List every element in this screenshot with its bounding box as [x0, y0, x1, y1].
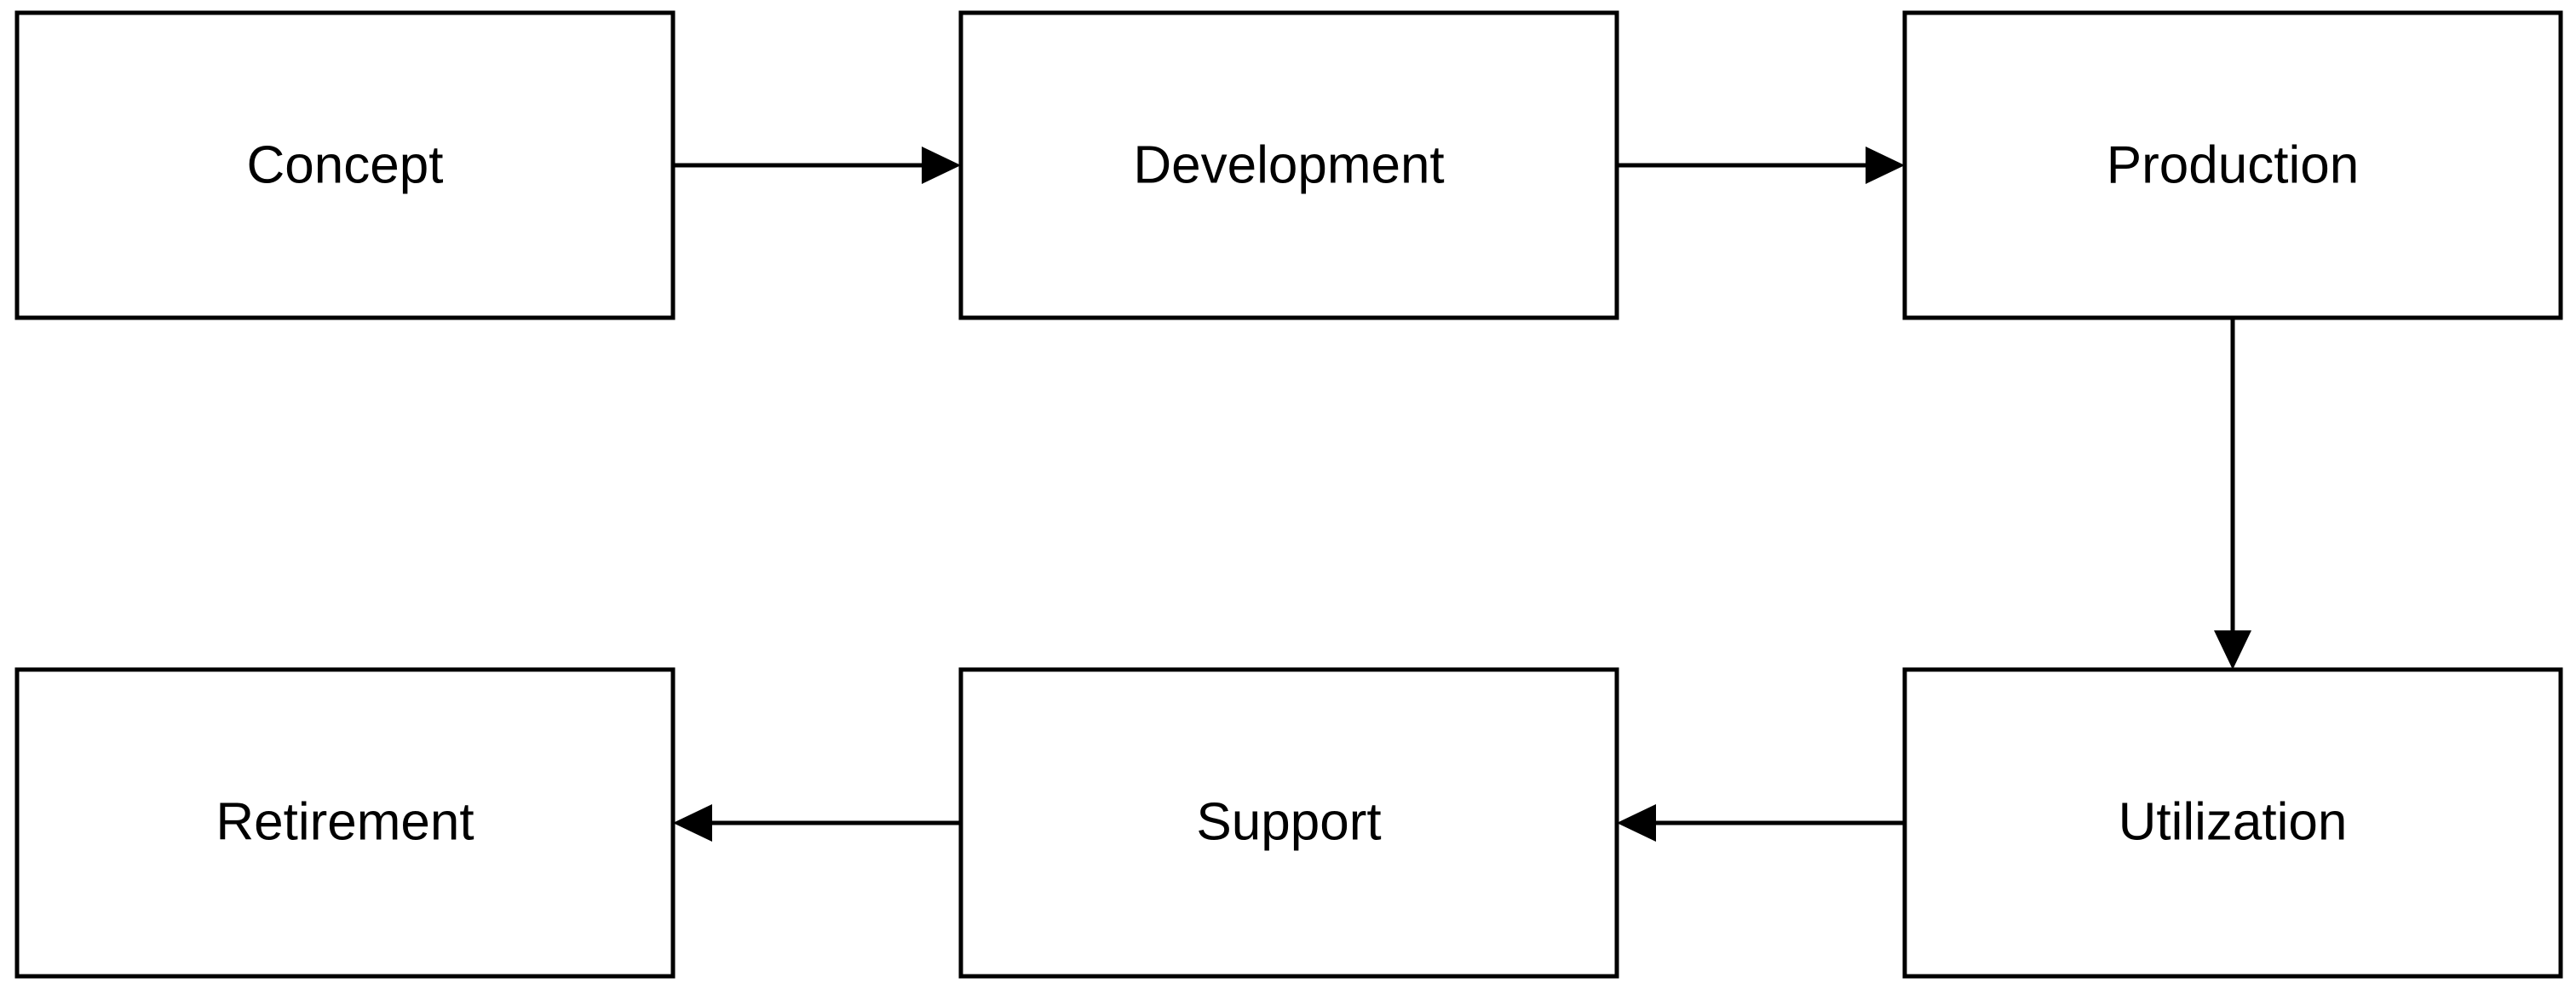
- stage-label-retirement: Retirement: [216, 793, 474, 852]
- stage-box-support: Support: [958, 667, 1619, 979]
- arrow-head-left-icon: [1617, 804, 1656, 842]
- arrow-head-left-icon: [673, 804, 712, 842]
- arrow-head-down-icon: [2214, 630, 2251, 670]
- arrow-concept-to-development: [673, 147, 961, 184]
- stage-box-utilization: Utilization: [1902, 667, 2563, 979]
- arrow-utilization-to-support: [1617, 804, 1905, 842]
- stage-label-concept: Concept: [247, 136, 444, 195]
- stage-box-concept: Concept: [14, 10, 676, 320]
- arrow-development-to-production: [1617, 147, 1905, 184]
- stage-label-support: Support: [1196, 793, 1381, 852]
- arrow-support-to-retirement: [673, 804, 961, 842]
- stage-label-utilization: Utilization: [2119, 793, 2348, 852]
- stage-box-retirement: Retirement: [14, 667, 676, 979]
- stage-box-production: Production: [1902, 10, 2563, 320]
- arrow-head-right-icon: [922, 147, 961, 184]
- arrow-production-to-utilization: [2214, 318, 2251, 670]
- arrow-head-right-icon: [1866, 147, 1905, 184]
- stage-box-development: Development: [958, 10, 1619, 320]
- stage-label-production: Production: [2107, 136, 2359, 195]
- stage-label-development: Development: [1133, 136, 1444, 195]
